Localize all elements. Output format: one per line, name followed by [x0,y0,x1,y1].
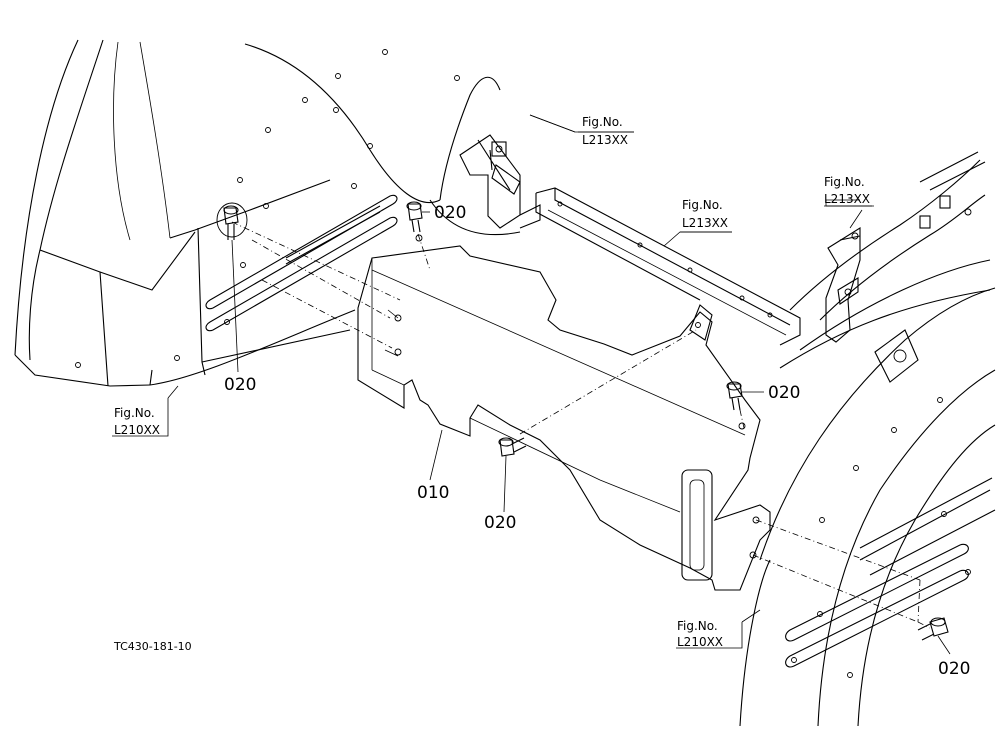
ref-left-code: L210XX [114,423,160,437]
panel-010 [357,234,771,591]
bolt-top [406,201,423,233]
leader-lines [112,114,951,655]
label-bolt-bottom-center: 020 [484,513,516,533]
ref-bottom-right-code: L210XX [677,635,723,649]
ref-top-center-fig: Fig.No. [582,115,623,129]
bolt-bottom-center [498,437,527,457]
bolt-bottom-right [917,617,949,641]
ref-left-fig: Fig.No. [114,406,155,420]
ref-middle-code: L213XX [682,216,728,230]
ref-top-center-code: L213XX [582,133,628,147]
center-bracket [429,134,541,236]
label-bolt-top: 020 [434,203,466,223]
long-bar [535,187,801,346]
label-bolt-right: 020 [768,383,800,403]
right-bracket [789,151,986,343]
left-fender [14,39,501,387]
drawing-code: TC430-181-10 [113,640,192,653]
ref-middle-fig: Fig.No. [682,198,723,212]
label-panel: 010 [417,483,449,503]
label-bolt-left: 020 [224,375,256,395]
bolt-left [223,205,239,240]
ref-top-right-fig: Fig.No. [824,175,865,189]
bolt-right [726,381,743,411]
labels: 020 020 020 020 020 010 Fig.No. L213XX F… [113,115,970,679]
assembly-guides [231,221,931,629]
ref-top-right-code: L213XX [824,192,870,206]
right-fender [739,259,996,727]
label-bolt-bottom-right: 020 [938,659,970,679]
ref-bottom-right-fig: Fig.No. [677,619,718,633]
